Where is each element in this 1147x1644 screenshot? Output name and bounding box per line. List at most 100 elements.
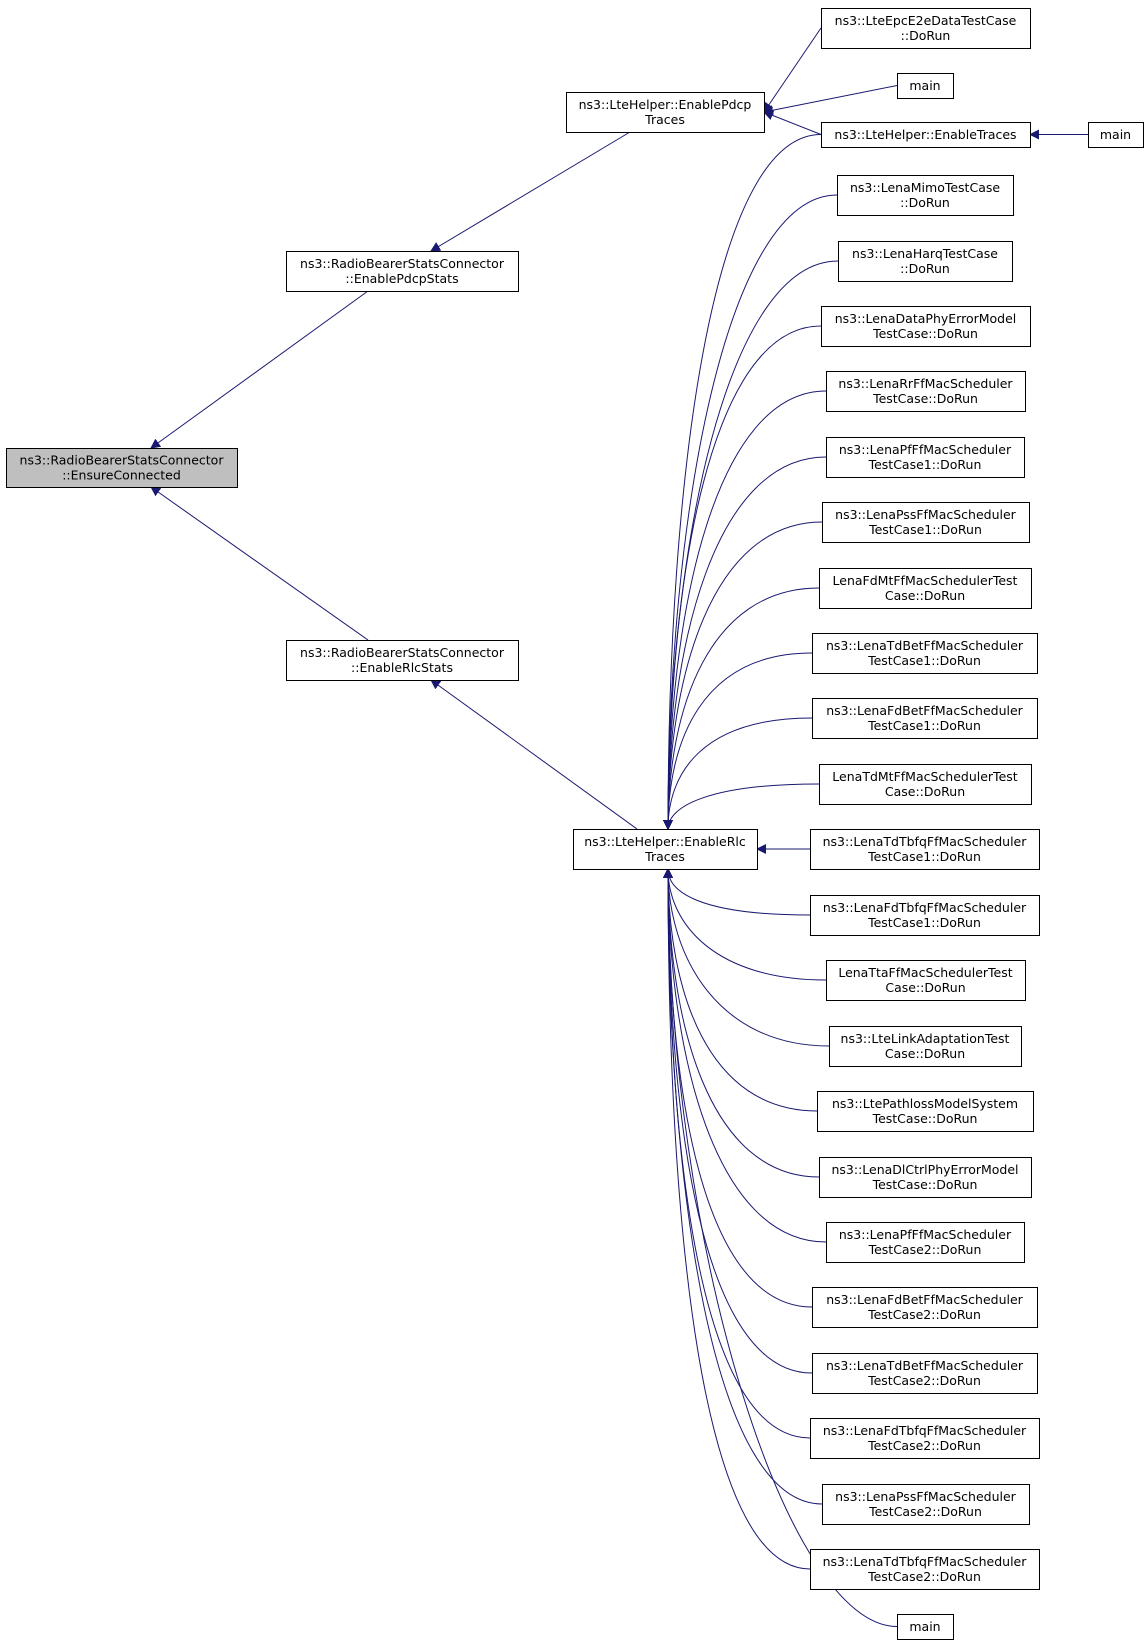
node-label-line: ns3::LteHelper::EnablePdcp [579,97,752,112]
node-pf1[interactable]: ns3::LenaPfFfMacSchedulerTestCase1::DoRu… [826,437,1025,478]
node-label-line: ns3::LenaTdTbfqFfMacScheduler [823,1554,1028,1569]
node-label-line: Case::DoRun [885,1046,965,1061]
node-label-line: LenaTdMtFfMacSchedulerTest [832,769,1017,784]
node-label-line: TestCase1::DoRun [867,849,981,864]
edge-tdtbfq2-to-rlctraces [663,868,811,1570]
node-fdtbfq1[interactable]: ns3::LenaFdTbfqFfMacSchedulerTestCase1::… [810,895,1040,936]
edge-pf2-to-rlctraces [663,868,827,1243]
node-label-line: main [1100,127,1131,142]
node-main3[interactable]: main [897,1614,954,1640]
node-label-line: ns3::LenaTdTbfqFfMacScheduler [823,834,1028,849]
edge-dataphy-to-rlctraces [663,325,822,830]
edge-layer [150,27,1088,1627]
node-label-line: main [909,78,940,93]
edge-harq-to-rlctraces [663,260,839,830]
edge-enabletraces-to-rlctraces [663,134,822,830]
edge-rr-to-rlctraces [663,390,827,830]
node-label-line: ::DoRun [901,28,951,43]
node-box [821,122,1031,148]
edge-tdbet2-to-rlctraces [663,868,813,1374]
node-label-line: ns3::LenaDataPhyErrorModel [835,311,1017,326]
node-pdcpstats[interactable]: ns3::RadioBearerStatsConnector::EnablePd… [286,251,519,292]
node-box [897,1614,954,1640]
node-enabletraces[interactable]: ns3::LteHelper::EnableTraces [821,122,1031,148]
edge-fdbet2-to-rlctraces [663,868,813,1308]
node-label-line: TestCase2::DoRun [867,1438,981,1453]
node-label-line: TestCase2::DoRun [867,1307,981,1322]
node-fdbet1[interactable]: ns3::LenaFdBetFfMacSchedulerTestCase1::D… [812,698,1038,739]
node-label-line: ns3::LenaFdBetFfMacScheduler [826,1292,1023,1307]
node-box [817,1091,1034,1132]
node-label-line: TestCase2::DoRun [868,1242,982,1257]
node-label-line: ns3::LenaFdTbfqFfMacScheduler [823,1423,1027,1438]
node-label-line: TestCase::DoRun [872,1177,978,1192]
edge-tta-to-rlctraces [663,868,827,981]
node-pss2[interactable]: ns3::LenaPssFfMacSchedulerTestCase2::DoR… [822,1484,1030,1525]
node-box [812,1287,1038,1328]
node-epce2e[interactable]: ns3::LteEpcE2eDataTestCase::DoRun [821,8,1031,49]
edge-tdbet1-to-rlctraces [663,652,813,830]
node-rlcstats[interactable]: ns3::RadioBearerStatsConnector::EnableRl… [286,640,519,681]
node-label-line: LenaTtaFfMacSchedulerTest [838,965,1012,980]
node-box [826,437,1025,478]
node-box [573,829,758,870]
node-label-line: Case::DoRun [885,980,965,995]
node-box [810,895,1040,936]
node-label-line: ns3::RadioBearerStatsConnector [20,453,225,468]
node-dataphy[interactable]: ns3::LenaDataPhyErrorModelTestCase::DoRu… [821,306,1031,347]
edge-enabletraces-to-pdcptraces [763,110,822,135]
node-label-line: TestCase1::DoRun [867,915,981,930]
node-box [286,640,519,681]
node-label-line: ns3::LenaTdBetFfMacScheduler [826,638,1024,653]
edge-fdtbfq1-to-rlctraces [663,868,811,916]
node-box [819,568,1032,609]
node-box [812,1353,1038,1394]
node-label-line: ns3::LenaFdBetFfMacScheduler [826,703,1023,718]
node-label-line: TestCase::DoRun [872,1111,978,1126]
node-box [810,1418,1040,1459]
node-tdtbfq1[interactable]: ns3::LenaTdTbfqFfMacSchedulerTestCase1::… [810,829,1040,870]
node-ensure[interactable]: ns3::RadioBearerStatsConnector::EnsureCo… [6,448,238,488]
node-pf2[interactable]: ns3::LenaPfFfMacSchedulerTestCase2::DoRu… [826,1222,1025,1263]
node-harq[interactable]: ns3::LenaHarqTestCase::DoRun [838,241,1013,282]
node-box [1088,122,1144,148]
node-label-line: ::DoRun [900,195,950,210]
node-box [826,371,1026,412]
edge-rlctraces-to-rlcstats [430,679,638,830]
node-main1[interactable]: main [897,73,954,99]
node-pathloss[interactable]: ns3::LtePathlossModelSystemTestCase::DoR… [817,1091,1034,1132]
node-label-line: ns3::LtePathlossModelSystem [832,1096,1018,1111]
edge-main1-to-pdcptraces [763,85,898,116]
node-label-line: ::EnablePdcpStats [345,271,458,286]
node-label-line: ns3::LenaMimoTestCase [850,180,1000,195]
node-mimo[interactable]: ns3::LenaMimoTestCase::DoRun [837,175,1014,216]
node-label-line: ns3::LenaRrFfMacScheduler [838,376,1013,391]
node-label-line: ns3::LenaHarqTestCase [852,246,998,261]
node-label-line: ns3::LenaFdTbfqFfMacScheduler [823,900,1027,915]
node-dlctrl[interactable]: ns3::LenaDlCtrlPhyErrorModelTestCase::Do… [819,1157,1032,1198]
node-layer: ns3::RadioBearerStatsConnector::EnsureCo… [6,8,1144,1640]
edge-fdbet1-to-rlctraces [663,717,813,830]
node-fdbet2[interactable]: ns3::LenaFdBetFfMacSchedulerTestCase2::D… [812,1287,1038,1328]
edge-main3-to-rlctraces [663,868,898,1627]
node-tdbet1[interactable]: ns3::LenaTdBetFfMacSchedulerTestCase1::D… [812,633,1038,674]
node-tdtbfq2[interactable]: ns3::LenaTdTbfqFfMacSchedulerTestCase2::… [810,1549,1040,1590]
edge-pdcptraces-to-pdcpstats [430,131,631,252]
node-pss1[interactable]: ns3::LenaPssFfMacSchedulerTestCase1::DoR… [822,502,1030,543]
node-box [826,1222,1025,1263]
node-label-line: ::EnableRlcStats [351,660,453,675]
node-main2[interactable]: main [1088,122,1144,148]
node-box [812,698,1038,739]
node-box [810,1549,1040,1590]
node-label-line: ns3::RadioBearerStatsConnector [300,645,505,660]
node-tdbet2[interactable]: ns3::LenaTdBetFfMacSchedulerTestCase2::D… [812,1353,1038,1394]
node-fdtbfq2[interactable]: ns3::LenaFdTbfqFfMacSchedulerTestCase2::… [810,1418,1040,1459]
